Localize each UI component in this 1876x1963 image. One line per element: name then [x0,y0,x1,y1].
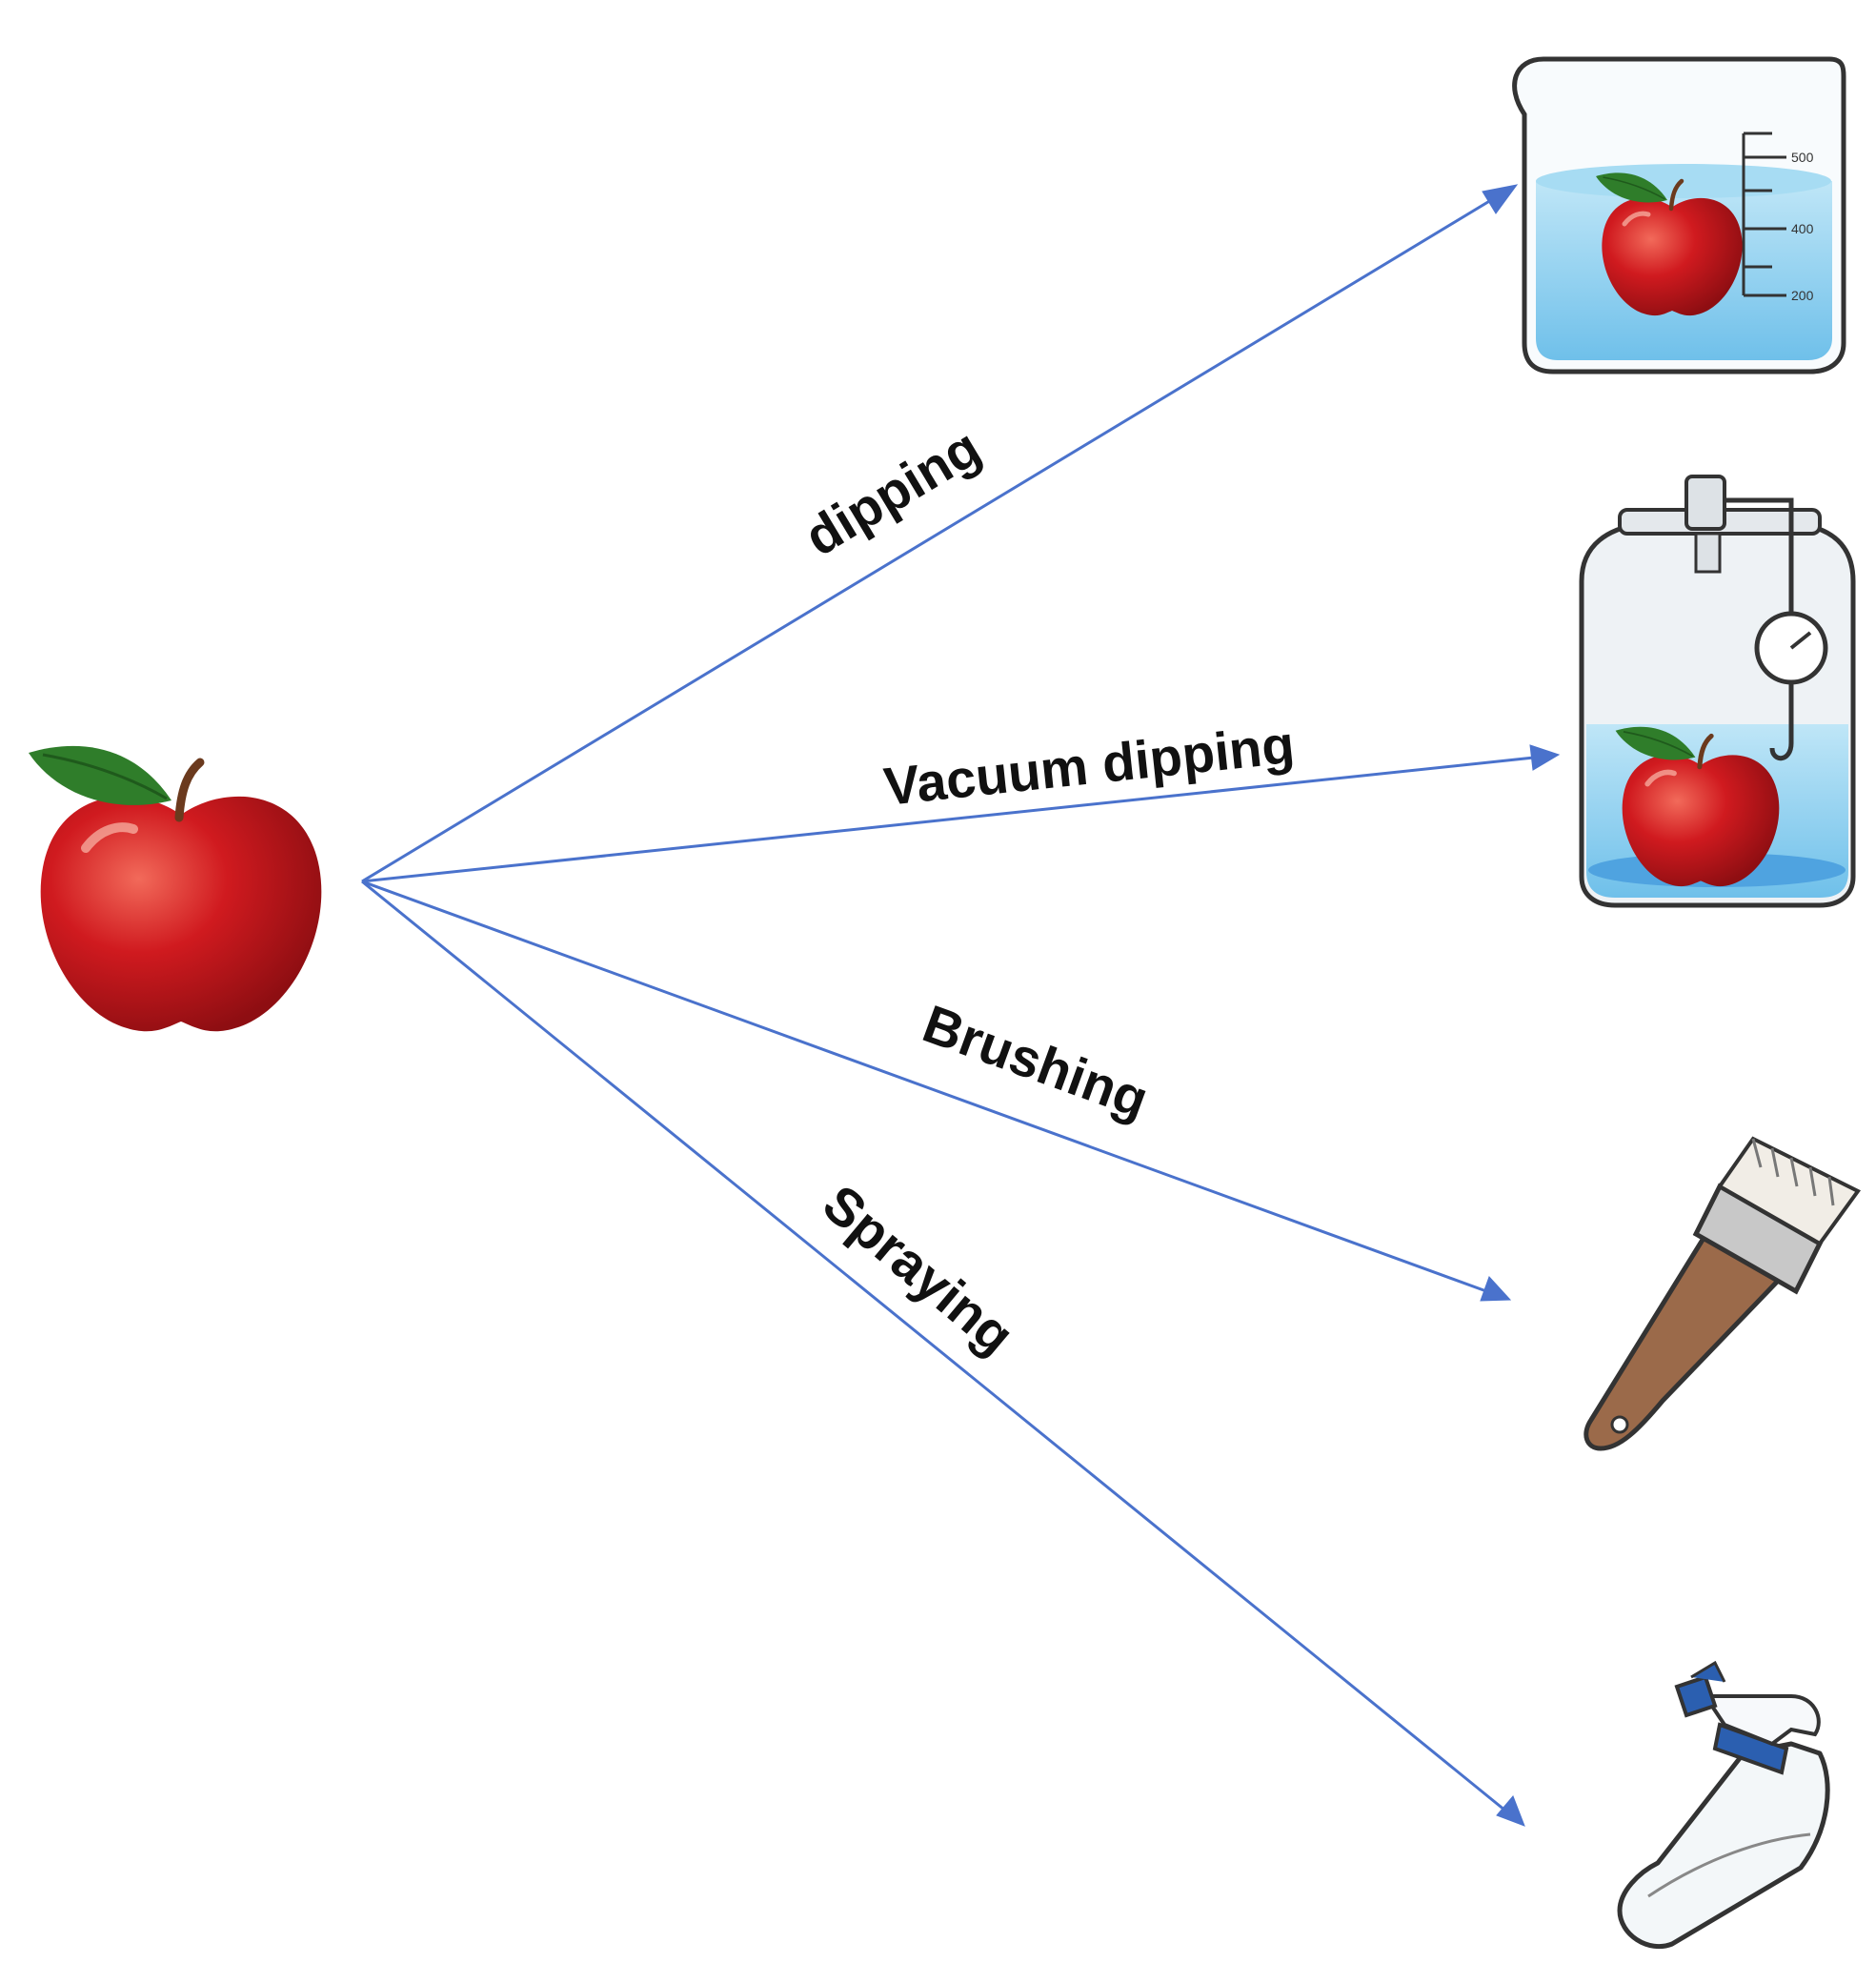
label-dipping: dipping [795,416,991,567]
arrow-brushing [361,880,1487,1293]
vacuum-jar-icon [1579,475,1856,908]
arrow-head-vacuum [1529,744,1561,771]
beaker-mark-500: 500 [1791,150,1814,165]
beaker-mark-200: 200 [1791,288,1814,303]
label-spraying: Spraying [812,1173,1025,1366]
arrow-head-dipping [1482,184,1519,214]
arrow-vacuum [361,756,1535,883]
paint-brush-icon [1584,1136,1862,1451]
apple-source [29,746,321,1031]
label-vacuum-dipping: Vacuum dipping [881,714,1298,817]
arrow-head-spraying [1496,1795,1525,1827]
beaker-icon: 500 400 200 [1512,56,1846,374]
beaker-mark-400: 400 [1791,221,1814,236]
arrows-group [361,184,1561,1827]
arrow-head-brushing [1480,1276,1512,1302]
arrow-spraying [361,880,1506,1812]
arrow-dipping [361,195,1497,883]
spray-bottle-icon [1617,1660,1830,1950]
label-brushing: Brushing [916,993,1156,1129]
